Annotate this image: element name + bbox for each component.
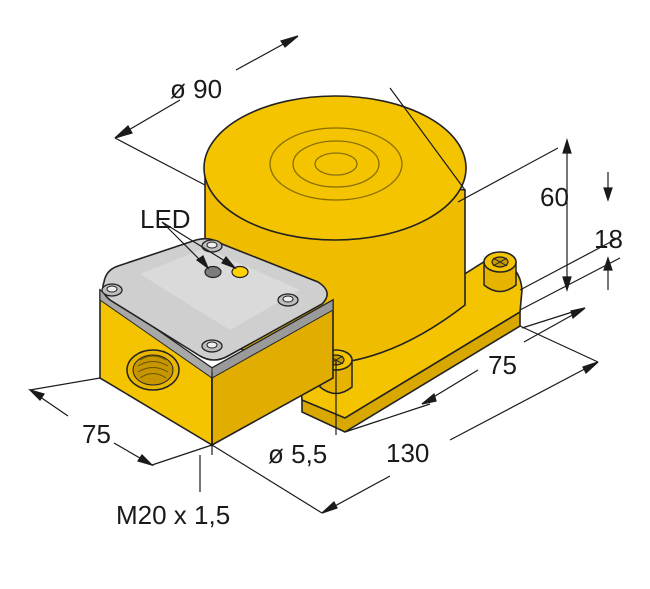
arrowhead-icon [603,187,613,202]
cover-screw-icon [201,339,223,353]
sensing-ring-inner [314,152,358,176]
cover-screw-icon [201,239,223,253]
arrowhead-icon [582,361,599,374]
led-yellow-icon [231,265,249,279]
arrowhead-icon [421,392,437,405]
cylinder-top [203,95,467,241]
sensing-ring-middle [292,140,380,188]
dimension-labels: LED ø 90 60 18 75 75 ø 5,5 130 M20 x 1,5 [82,74,623,530]
mounting-post-right [483,251,517,293]
arrowhead-icon [570,307,586,320]
terminal-box [99,237,334,447]
cover-screw-icon [277,293,299,307]
diameter-top-label: ø 90 [170,74,222,104]
arrowhead-icon [280,35,299,48]
cable-entry-icon [126,349,180,391]
arrowhead-icon [321,501,338,514]
arrowhead-icon [603,256,613,271]
dimension-lines [27,35,621,514]
depth-base-label: 75 [488,350,517,380]
thread-label: M20 x 1,5 [116,500,230,530]
sensing-ring-outer [269,127,403,201]
length-base-label: 130 [386,438,429,468]
height-base-label: 18 [594,224,623,254]
width-terminal-label: 75 [82,419,111,449]
hole-diameter-label: ø 5,5 [268,439,327,469]
arrowhead-icon [562,276,572,293]
arrowhead-icon [114,125,133,139]
arrowhead-icon [562,137,572,154]
arrowhead-icon [221,255,237,270]
height-total-label: 60 [540,182,569,212]
arrowhead-icon [137,454,155,467]
arrowhead-icon [195,255,210,270]
led-label: LED [140,204,191,234]
arrowhead-icon [27,388,45,401]
cover-screw-icon [101,283,123,297]
